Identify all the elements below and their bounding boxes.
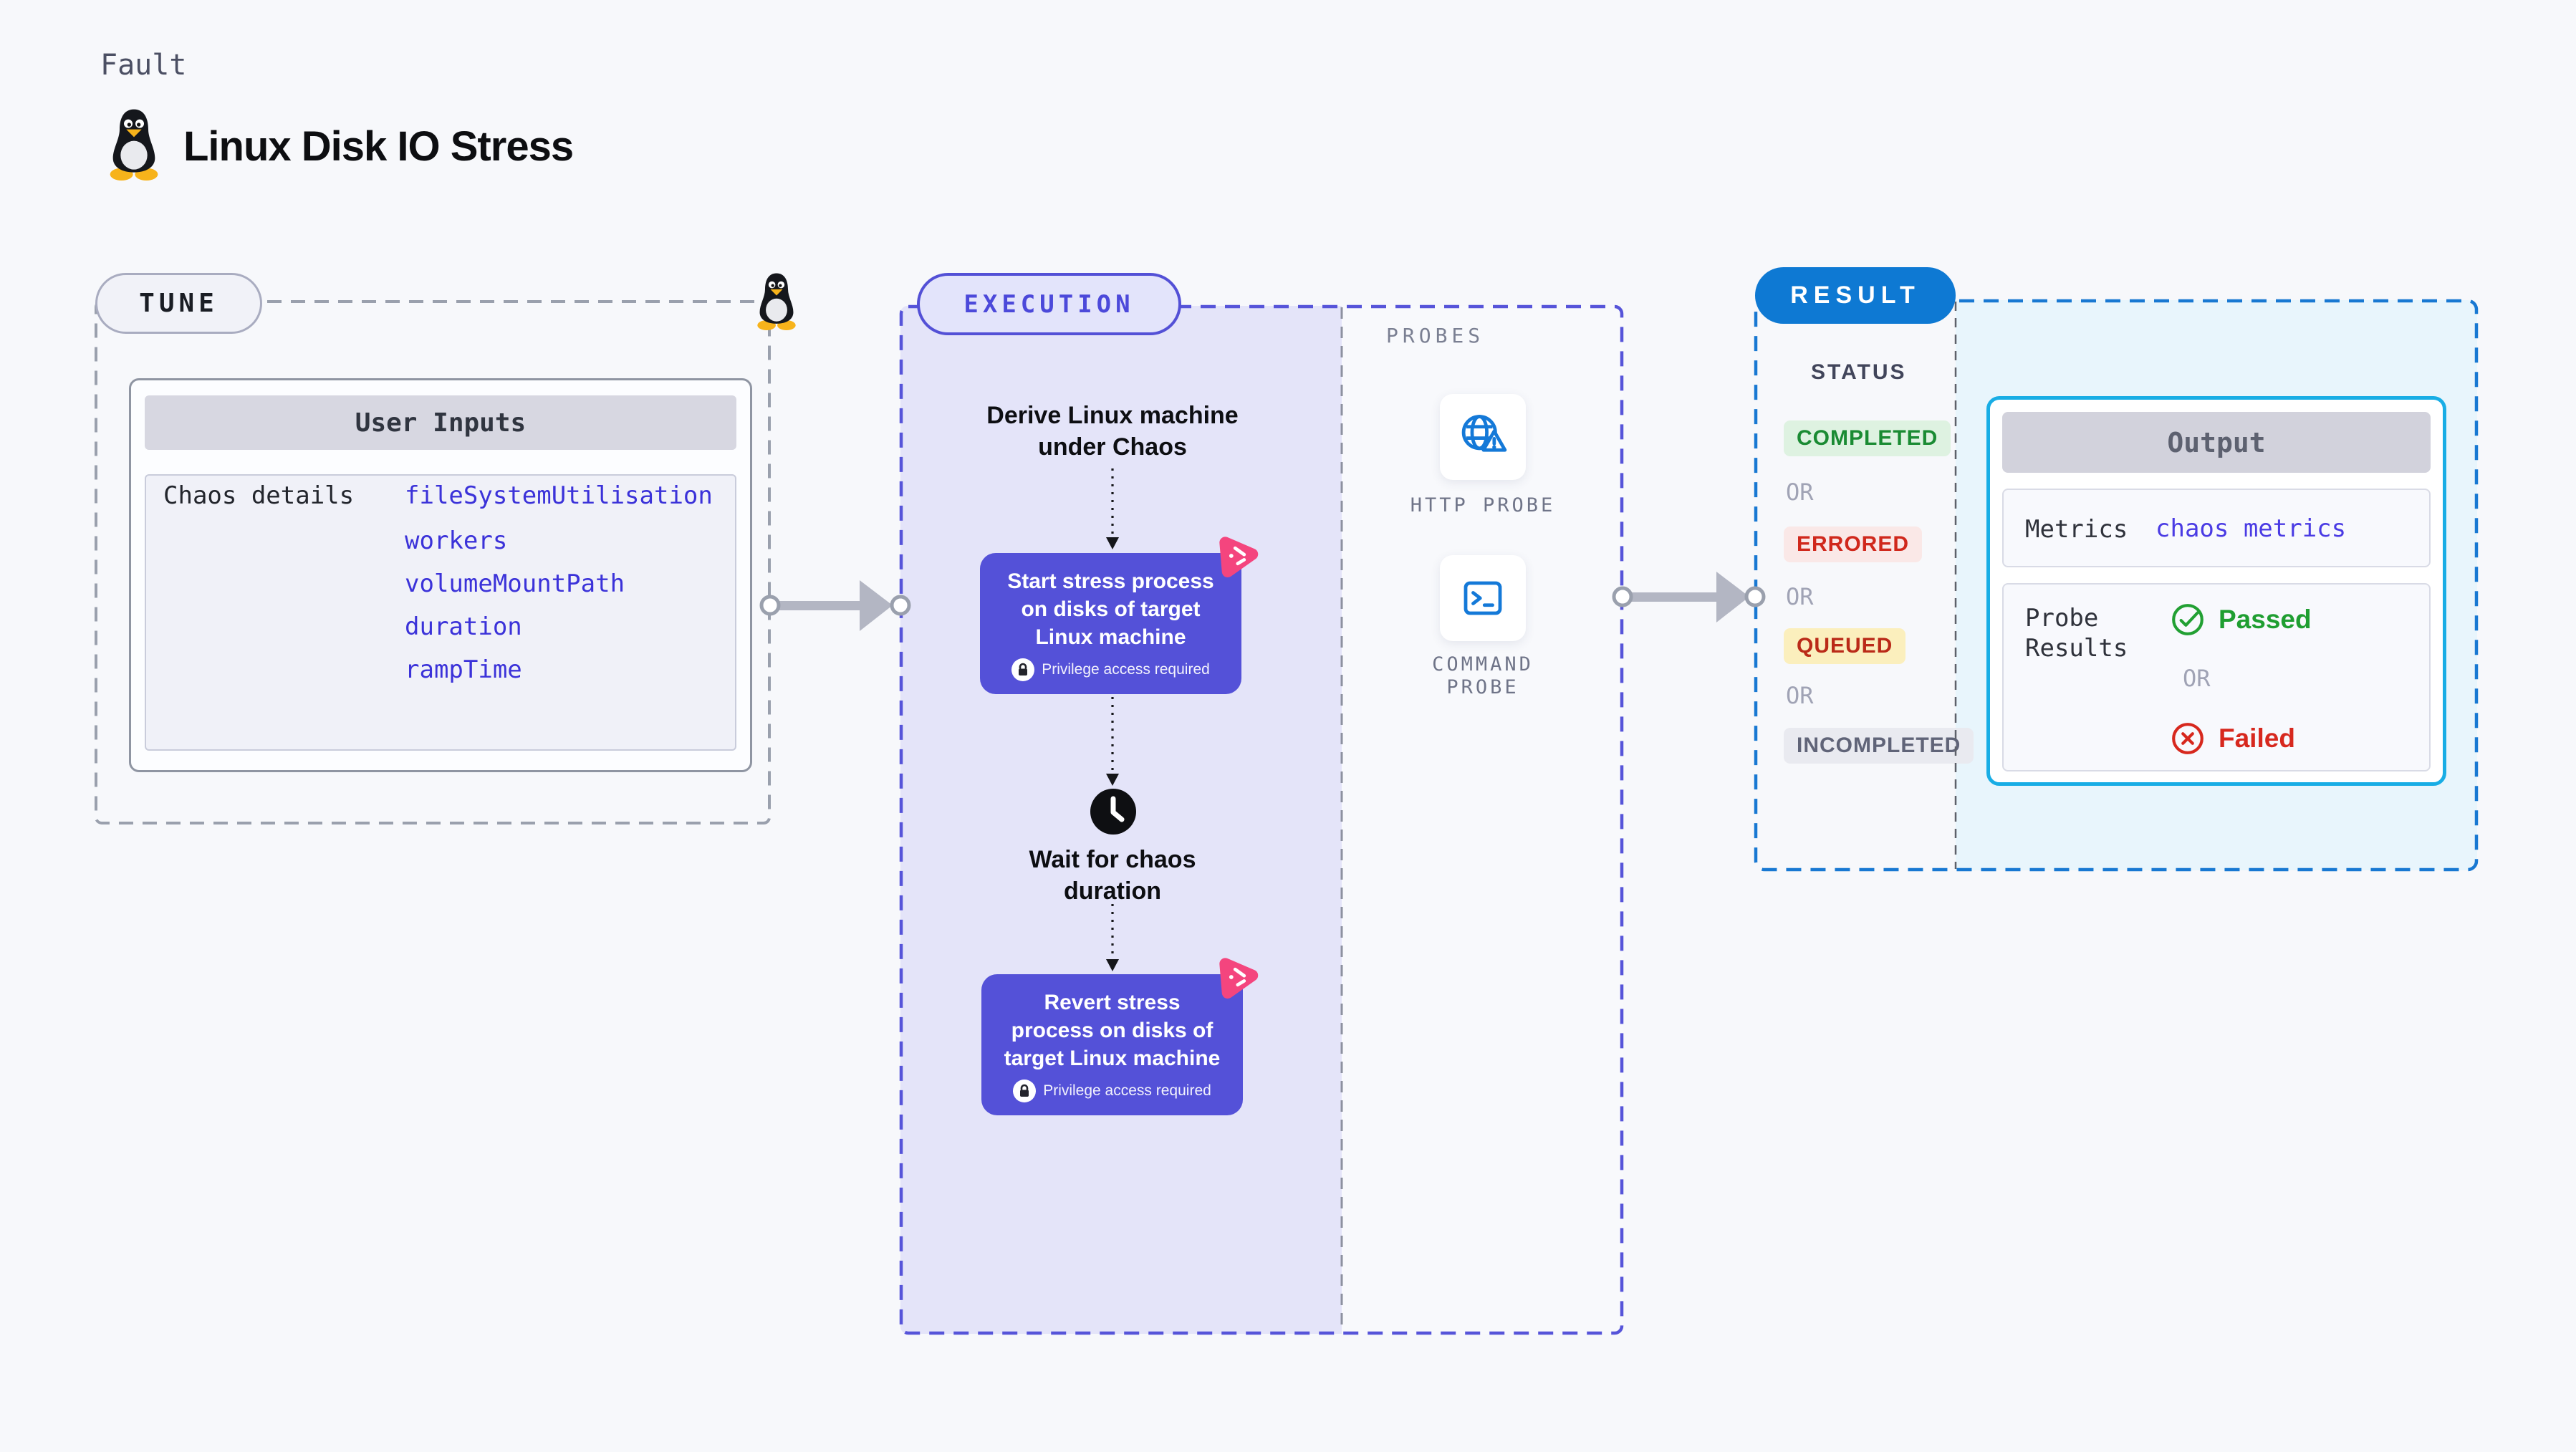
http-probe-card [1440,394,1526,480]
input-volume-mount-path: volumeMountPath [405,569,625,598]
lock-icon [1013,1080,1037,1102]
or-label: OR [1786,479,1814,506]
command-probe-label-line2: PROBE [1446,676,1519,698]
revert-stress-step: Revert stress process on disks of target… [981,974,1243,1115]
fault-kicker: Fault [100,49,187,82]
page-title: Linux Disk IO Stress [183,123,574,170]
metrics-label: Metrics [2025,515,2128,544]
probe-results-row: Probe Results Passed OR Failed [2002,583,2431,771]
status-badge-completed: COMPLETED [1784,420,1951,456]
arrow-execution-to-result [1612,572,1766,622]
command-probe-card [1440,555,1526,641]
tux-penguin-icon [105,107,163,186]
probe-results-line2: Results [2025,634,2128,663]
tune-pill: TUNE [95,273,262,334]
start-line2: on disks of target [1021,597,1201,621]
probe-results-label: Probe Results [2025,603,2128,663]
start-stress-step: Start stress process on disks of target … [980,553,1241,694]
start-line3: Linux machine [1035,625,1186,649]
revert-line1: Revert stress [1044,991,1181,1014]
input-duration: duration [405,612,522,641]
http-probe-label: HTTP PROBE [1410,494,1556,516]
status-heading: STATUS [1811,360,1907,384]
privilege-label: Privilege access required [1042,661,1210,678]
chaos-details-label: Chaos details [163,481,355,510]
probes-heading: PROBES [1386,324,1485,347]
x-circle-icon [2172,723,2203,754]
globe-alert-icon [1461,415,1507,452]
revert-line2: process on disks of [1011,1019,1213,1042]
lock-icon [1011,658,1035,681]
failed-verdict: Failed [2170,721,2295,756]
wait-line1: Wait for chaos [1029,846,1196,873]
wait-line2: duration [1064,878,1161,905]
passed-verdict: Passed [2170,602,2312,638]
status-badge-queued: QUEUED [1784,628,1906,664]
privilege-row: Privilege access required [980,658,1241,681]
derive-line2: under Chaos [1038,433,1187,461]
terminal-icon [1464,581,1502,615]
failed-label: Failed [2219,723,2295,753]
result-pill: RESULT [1755,267,1956,324]
probe-results-line1: Probe [2025,604,2099,633]
clock-icon [1089,787,1138,840]
or-label: OR [1786,583,1814,610]
or-label: OR [2183,665,2211,692]
input-ramp-time: rampTime [405,655,522,684]
passed-label: Passed [2219,605,2312,634]
derive-step-text: Derive Linux machine under Chaos [948,400,1277,463]
derive-line1: Derive Linux machine [986,402,1239,429]
command-probe-label-line1: COMMAND [1432,653,1534,675]
start-line1: Start stress process [1007,569,1214,593]
or-label: OR [1786,682,1814,709]
metrics-value: chaos metrics [2156,514,2347,543]
status-badge-errored: ERRORED [1784,527,1923,562]
input-workers: workers [405,527,508,555]
arrow-tune-to-execution [759,580,911,631]
execution-pill: EXECUTION [917,273,1181,335]
chaos-hub-logo-icon [1211,530,1262,582]
privilege-label: Privilege access required [1043,1082,1211,1099]
status-badge-incompleted: INCOMPLETED [1784,728,1974,764]
wait-step-text: Wait for chaos duration [948,844,1277,907]
tux-penguin-small-icon [754,266,799,340]
check-circle-icon [2172,604,2203,635]
metrics-row: Metrics chaos metrics [2002,489,2431,567]
user-inputs-header: User Inputs [145,395,736,450]
title-row: Linux Disk IO Stress [105,107,574,186]
input-filesystem-utilisation: fileSystemUtilisation [405,481,713,510]
revert-line3: target Linux machine [1004,1047,1221,1070]
chaos-hub-logo-icon [1211,951,1262,1003]
privilege-row: Privilege access required [981,1080,1243,1102]
output-header: Output [2002,412,2431,473]
